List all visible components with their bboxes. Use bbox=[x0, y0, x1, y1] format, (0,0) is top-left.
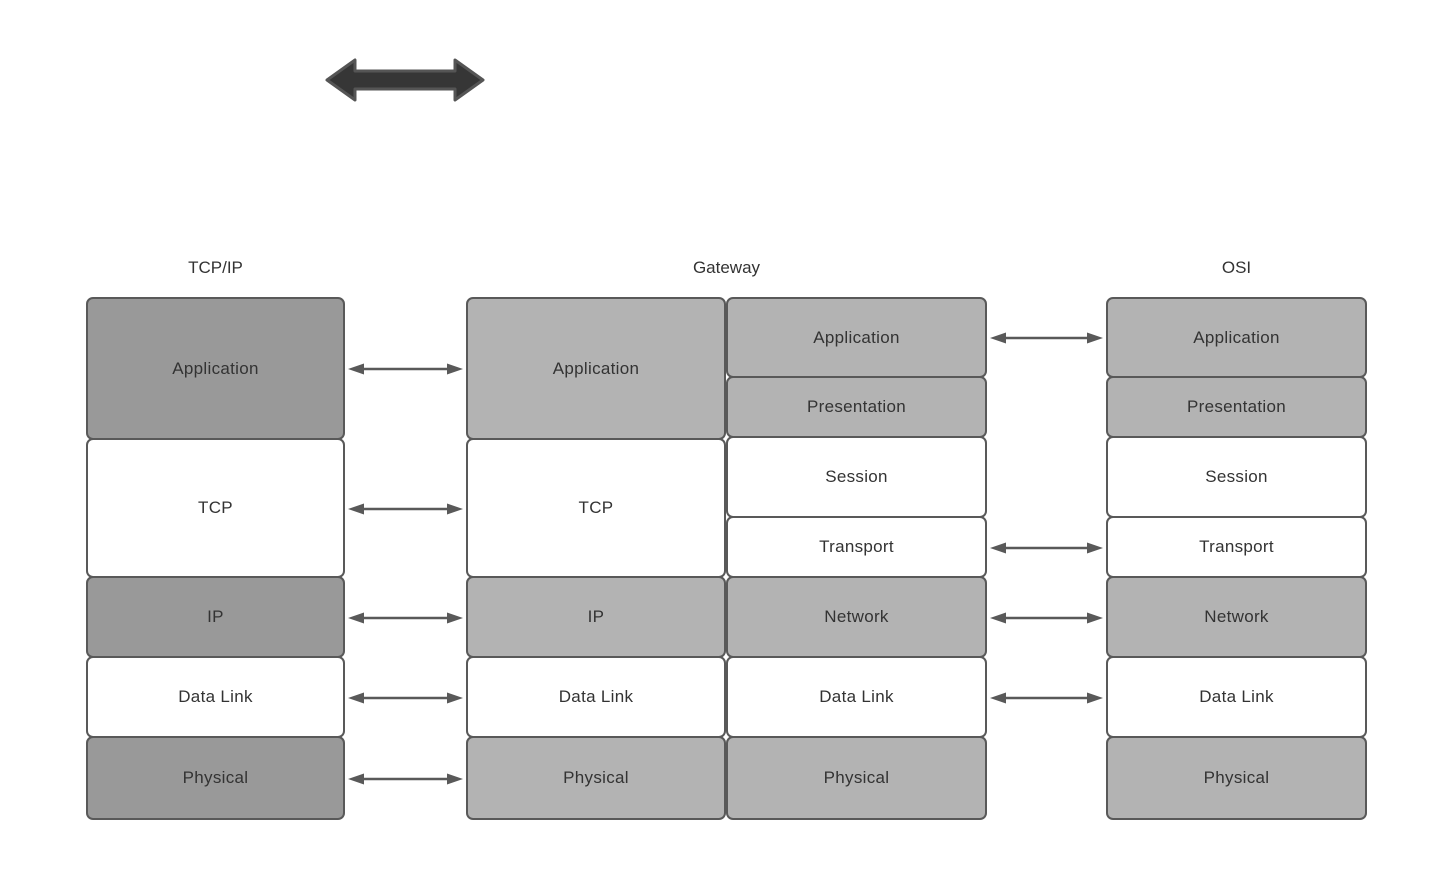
layer-label: Session bbox=[1205, 467, 1268, 486]
connection-arrow-tcpip-gateway-application bbox=[348, 363, 463, 375]
column-header-gateway: Gateway bbox=[692, 258, 761, 277]
layer-box-gateway-right-network: Network bbox=[726, 576, 987, 658]
layer-label: Application bbox=[552, 358, 640, 378]
connection-arrow-gateway-osi-network bbox=[990, 612, 1103, 624]
layer-box-osi-application: Application bbox=[1106, 297, 1367, 378]
layer-box-osi-data-link: Data Link bbox=[1106, 656, 1367, 738]
layer-box-tcpip-data-link: Data Link bbox=[86, 656, 345, 738]
layer-label: Data Link bbox=[178, 687, 253, 706]
layer-label: Session bbox=[825, 467, 888, 486]
connection-arrow-tcpip-gateway-tcp bbox=[348, 503, 463, 515]
layer-label: TCP bbox=[198, 498, 233, 517]
layer-box-gateway-right-session: Session bbox=[726, 436, 987, 518]
connection-arrow-gateway-osi-application bbox=[990, 332, 1103, 344]
layer-label: TCP bbox=[578, 498, 614, 517]
layer-label: Application bbox=[172, 358, 259, 378]
layer-box-osi-physical: Physical bbox=[1106, 736, 1367, 820]
layer-box-gateway-right-application: Application bbox=[726, 297, 987, 378]
layer-label: Application bbox=[813, 327, 900, 347]
layer-label: IP bbox=[587, 607, 605, 626]
layer-label: Network bbox=[824, 607, 889, 626]
layer-label: Data Link bbox=[1199, 687, 1274, 706]
layer-box-gateway-right-transport: Transport bbox=[726, 516, 987, 578]
layer-label: Transport bbox=[1199, 537, 1274, 556]
column-header-osi: OSI bbox=[1221, 258, 1252, 277]
layer-box-osi-session: Session bbox=[1106, 436, 1367, 518]
layer-box-gateway-left-application: Application bbox=[466, 297, 726, 440]
layer-label: Network bbox=[1204, 607, 1269, 626]
layer-label: Physical bbox=[563, 768, 629, 787]
layer-box-gateway-left-ip: IP bbox=[466, 576, 726, 658]
connection-arrow-tcpip-gateway-physical bbox=[348, 773, 463, 785]
layer-box-tcpip-ip: IP bbox=[86, 576, 345, 658]
layer-box-gateway-left-physical: Physical bbox=[466, 736, 726, 820]
connection-arrow-gateway-osi-transport bbox=[990, 542, 1103, 554]
layer-box-gateway-right-data-link: Data Link bbox=[726, 656, 987, 738]
layer-box-gateway-right-physical: Physical bbox=[726, 736, 987, 820]
layer-box-gateway-right-presentation: Presentation bbox=[726, 376, 987, 438]
layer-label: Presentation bbox=[806, 397, 907, 416]
layer-label: IP bbox=[207, 607, 224, 626]
layer-label: Application bbox=[1193, 327, 1280, 347]
connection-arrow-tcpip-gateway-data-link bbox=[348, 692, 463, 704]
layer-box-tcpip-tcp: TCP bbox=[86, 438, 345, 578]
layer-label: Physical bbox=[823, 768, 890, 787]
layer-label: Data Link bbox=[819, 687, 894, 706]
layer-label: Data Link bbox=[558, 687, 634, 706]
column-header-tcpip: TCP/IP bbox=[188, 258, 243, 277]
layer-box-tcpip-physical: Physical bbox=[86, 736, 345, 820]
layer-box-osi-network: Network bbox=[1106, 576, 1367, 658]
layer-box-gateway-left-data-link: Data Link bbox=[466, 656, 726, 738]
layer-box-osi-presentation: Presentation bbox=[1106, 376, 1367, 438]
layer-label: Physical bbox=[1203, 768, 1270, 787]
layer-box-gateway-left-tcp: TCP bbox=[466, 438, 726, 578]
connection-arrow-tcpip-gateway-ip bbox=[348, 612, 463, 624]
connection-arrow-gateway-osi-data-link bbox=[990, 692, 1103, 704]
layer-box-osi-transport: Transport bbox=[1106, 516, 1367, 578]
double-headed-arrow-icon bbox=[325, 58, 485, 102]
layer-label: Transport bbox=[819, 537, 894, 556]
layer-box-tcpip-application: Application bbox=[86, 297, 345, 440]
layer-label: Physical bbox=[182, 768, 249, 787]
layer-label: Presentation bbox=[1186, 397, 1287, 416]
